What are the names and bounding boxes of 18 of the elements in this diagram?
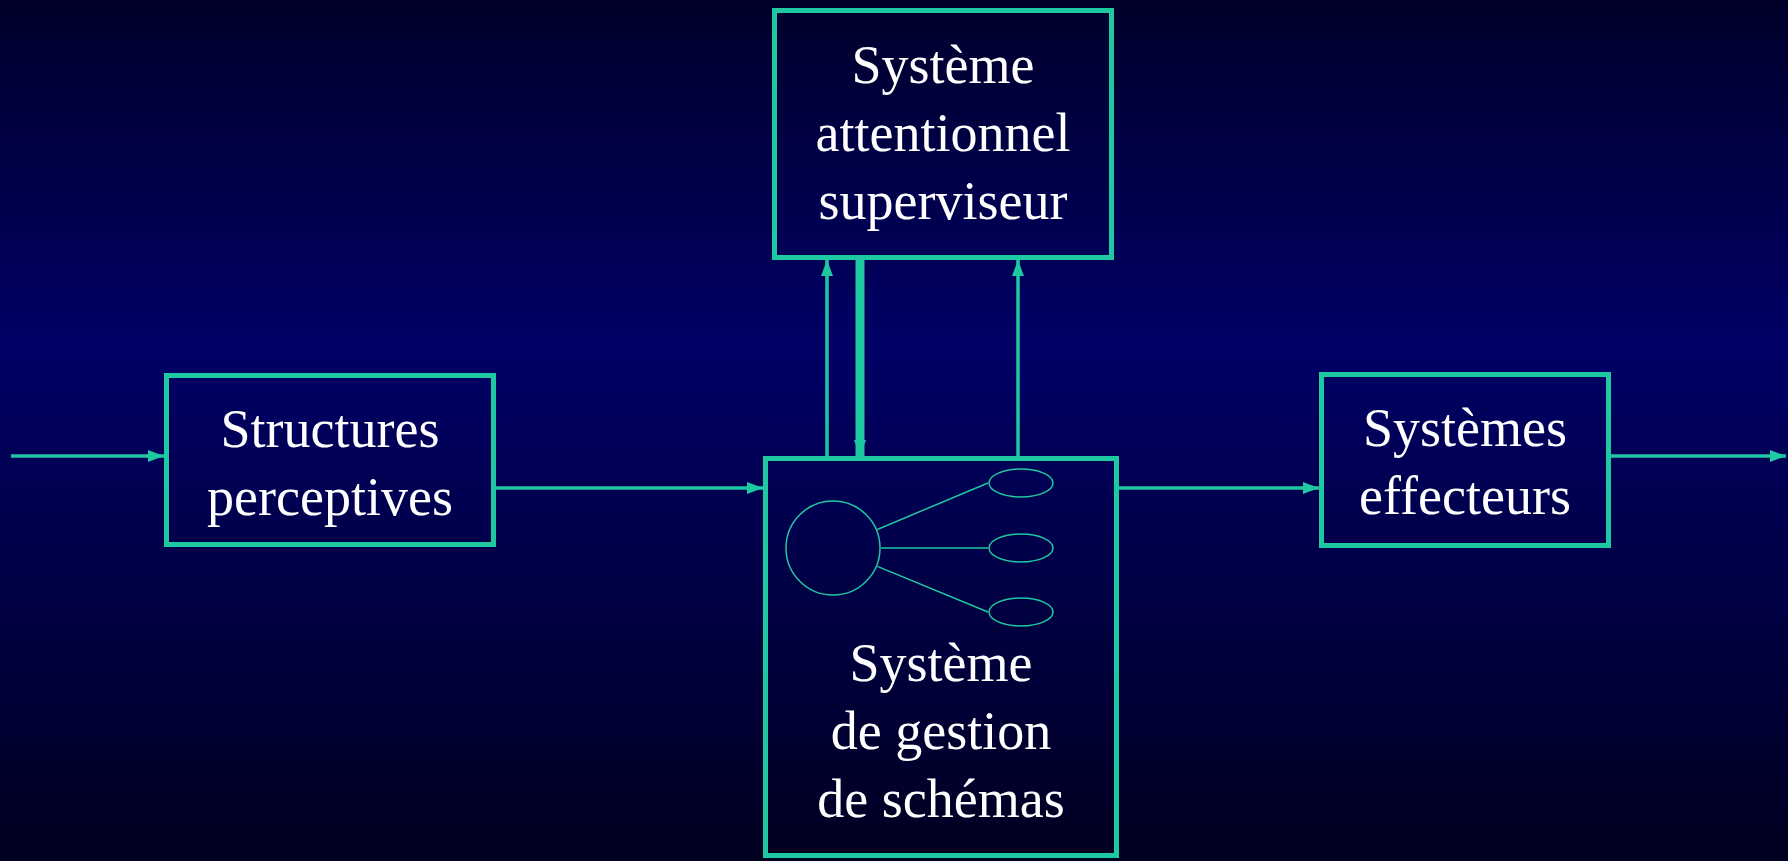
- process-box: [763, 456, 1119, 858]
- arrow: [496, 482, 763, 494]
- arrow: [1611, 450, 1786, 462]
- process-box: [772, 8, 1114, 260]
- connector-line: [880, 547, 989, 549]
- box-label: Structures perceptives: [206, 398, 454, 529]
- process-box: [164, 373, 496, 547]
- box-label: Systèmes effecteurs: [1358, 397, 1572, 528]
- process-box: [1319, 372, 1611, 548]
- connector-line: [876, 565, 989, 613]
- arrow: [11, 450, 164, 462]
- arrow: [854, 260, 866, 456]
- box-label: Système attentionnel superviseur: [814, 34, 1072, 233]
- arrow: [1119, 482, 1319, 494]
- box-label: Système de gestion de schémas: [816, 632, 1066, 831]
- arrow: [1012, 260, 1024, 456]
- arrow: [821, 260, 833, 456]
- connector-line: [876, 482, 989, 531]
